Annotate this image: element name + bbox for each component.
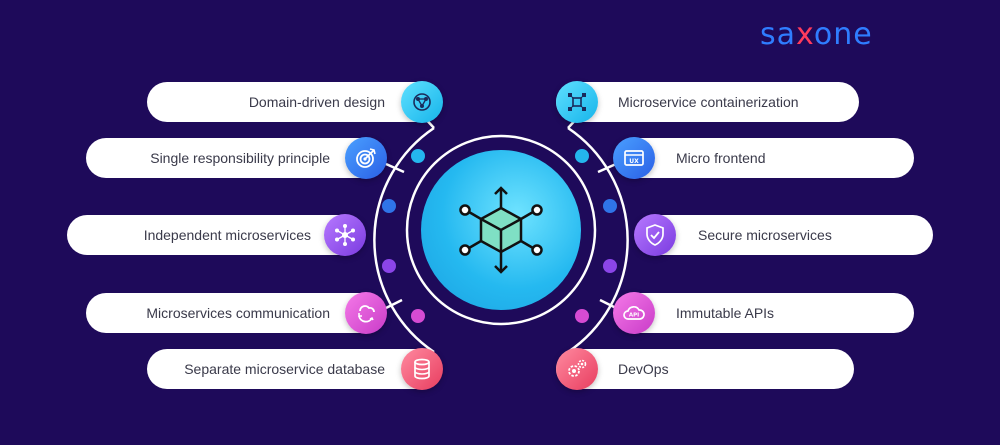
item-label: Microservice containerization bbox=[618, 94, 799, 110]
database-icon bbox=[401, 348, 443, 390]
network-nodes-icon bbox=[324, 214, 366, 256]
item-label: DevOps bbox=[618, 361, 669, 377]
connector-dot-left-4 bbox=[411, 309, 425, 323]
item-secure-microservices: Secure microservices bbox=[636, 215, 933, 255]
connector-dot-right-1 bbox=[575, 149, 589, 163]
logo-x-mark: x bbox=[796, 17, 814, 52]
hub-outer-ring bbox=[405, 134, 597, 326]
connector-dot-left-3 bbox=[382, 259, 396, 273]
connector-left-2 bbox=[385, 162, 405, 174]
left-arc bbox=[373, 126, 435, 354]
central-hub bbox=[421, 150, 581, 310]
connector-dot-left-1 bbox=[411, 149, 425, 163]
ux-window-icon: UX bbox=[613, 137, 655, 179]
item-containerization: Microservice containerization bbox=[556, 82, 859, 122]
sayone-logo: saxone bbox=[760, 20, 873, 50]
brain-network-icon bbox=[401, 81, 443, 123]
item-label: Separate microservice database bbox=[184, 361, 385, 377]
connector-dot-left-2 bbox=[382, 199, 396, 213]
item-independent-microservices: Independent microservices bbox=[67, 215, 363, 255]
item-separate-database: Separate microservice database bbox=[147, 349, 437, 389]
shield-check-icon bbox=[634, 214, 676, 256]
item-label: Immutable APIs bbox=[676, 305, 775, 321]
logo-part: sa bbox=[760, 17, 797, 52]
item-label: Micro frontend bbox=[676, 150, 766, 166]
svg-text:API: API bbox=[629, 313, 639, 319]
cloud-sync-icon bbox=[345, 292, 387, 334]
connector-dot-right-3 bbox=[603, 259, 617, 273]
logo-part: one bbox=[813, 17, 873, 52]
item-domain-driven-design: Domain-driven design bbox=[147, 82, 437, 122]
svg-text:UX: UX bbox=[629, 158, 639, 165]
item-label: Microservices communication bbox=[146, 305, 330, 321]
connector-right-2 bbox=[597, 162, 617, 174]
gears-icon bbox=[556, 348, 598, 390]
container-grid-icon bbox=[556, 81, 598, 123]
item-label: Domain-driven design bbox=[248, 94, 385, 110]
target-icon bbox=[345, 137, 387, 179]
item-label: Independent microservices bbox=[143, 227, 311, 243]
item-devops: DevOps bbox=[556, 349, 854, 389]
api-cloud-icon: API bbox=[613, 292, 655, 334]
connector-dot-right-2 bbox=[603, 199, 617, 213]
item-immutable-apis: Immutable APIs bbox=[614, 293, 914, 333]
right-arc bbox=[567, 126, 629, 354]
item-label: Single responsibility principle bbox=[150, 150, 330, 166]
item-microservices-communication: Microservices communication bbox=[86, 293, 382, 333]
connector-left-4 bbox=[385, 298, 403, 310]
item-label: Secure microservices bbox=[698, 227, 832, 243]
connector-dot-right-4 bbox=[575, 309, 589, 323]
cube-network-icon bbox=[459, 186, 543, 274]
item-single-responsibility: Single responsibility principle bbox=[86, 138, 382, 178]
item-micro-frontend: Micro frontend bbox=[614, 138, 914, 178]
